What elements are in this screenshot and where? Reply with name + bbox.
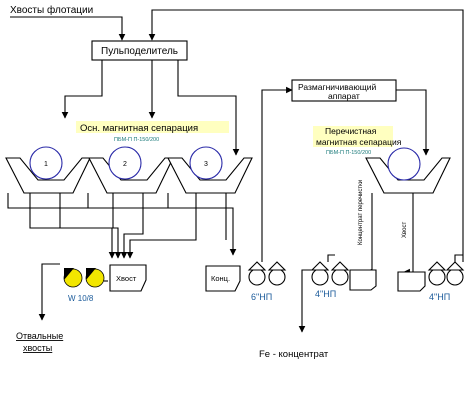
- separator-2-number: 2: [123, 161, 127, 168]
- tails-line-4: [126, 193, 197, 259]
- pump-4np-mid-right-icon: [331, 268, 349, 286]
- pump-6np-label: 6"НП: [251, 292, 272, 302]
- demag-to-cleaner-line: [396, 89, 430, 156]
- cleaner-conc-line: [365, 193, 373, 276]
- tails-box: Хвост: [109, 264, 147, 292]
- waste-tails-label-line2: хвосты: [23, 343, 52, 353]
- pump-6np-left-head: [247, 261, 267, 271]
- split-to-sep3-line: [177, 60, 240, 156]
- demag-label-line1: Размагничивающий: [298, 82, 376, 92]
- clean-sep-label-line2: магнитная сепарация: [316, 137, 402, 147]
- fe-conc-label: Fe - концентрат: [259, 349, 329, 360]
- separator-3: 3: [167, 146, 253, 194]
- cleaner-tails-vertical-label: Хвост: [402, 222, 408, 238]
- main-sep-label: Осн. магнитная сепарация: [80, 123, 198, 134]
- pump-4np-right-right-icon: [446, 268, 464, 286]
- waste-tails-line: [38, 263, 60, 321]
- pump-6np: [247, 261, 287, 286]
- separator-2-drum: [108, 146, 142, 180]
- mid-sump-box: [349, 269, 377, 291]
- pump-6np-right-head: [267, 261, 287, 271]
- pump-4np-mid-left-head: [310, 261, 330, 271]
- recycle-flow-line: [148, 9, 464, 262]
- pump-6np-left-icon: [248, 268, 266, 286]
- feed-label: Хвосты флотации: [10, 4, 93, 16]
- pump-w-label: W 10/8: [68, 294, 94, 303]
- pump-4np-right-right-head: [445, 261, 465, 271]
- main-sep-highlight: [76, 121, 229, 133]
- tails-line-3: [120, 193, 144, 259]
- pump-w-right-head: [86, 268, 96, 280]
- pump-4np-right-label: 4"НП: [429, 292, 450, 302]
- pump-4np-mid-right-head: [330, 261, 350, 271]
- conc-box-label: Конц.: [211, 274, 230, 283]
- waste-tails-label-line1: Отвальные: [16, 331, 63, 341]
- demag-label-line2: аппарат: [328, 91, 360, 101]
- separator-1-drum: [29, 146, 63, 180]
- to-demag-line: [261, 86, 293, 262]
- cleaner-separator: [365, 147, 451, 194]
- clean-sep-label-line1: Перечистная: [325, 126, 377, 136]
- cleaner-separator-drum: [387, 147, 421, 181]
- tails-line-2: [112, 193, 122, 259]
- separator-3-drum: [189, 146, 223, 180]
- conc-box: Конц.: [205, 265, 241, 292]
- feed-flow-line: [10, 16, 126, 41]
- pump-4np-right: [427, 261, 465, 286]
- tails-box-shape: [109, 264, 147, 292]
- separator-1-number: 1: [44, 161, 48, 168]
- pump-4np-right-left-icon: [428, 268, 446, 286]
- pump-w-pair: [63, 268, 105, 288]
- separator-3-tank: [167, 157, 253, 194]
- cleaner-conc-vertical-label: Концентрат перечистки: [358, 180, 364, 245]
- pump-4np-mid-label: 4"НП: [315, 289, 336, 299]
- pump-4np-mid: [310, 261, 350, 286]
- clean-sep-model: ПБМ-П П-150/200: [326, 150, 371, 156]
- pump-4np-mid-left-icon: [311, 268, 329, 286]
- pump-6np-right-icon: [268, 268, 286, 286]
- right-pump-to-recycle: [454, 254, 463, 262]
- pump-4np-right-left-head: [427, 261, 447, 271]
- pump-w-left-head: [64, 268, 74, 280]
- cleaner-separator-tank: [365, 157, 451, 194]
- conc-collector-line: [7, 193, 237, 256]
- conc-box-shape: [205, 265, 241, 292]
- separator-1: 1: [5, 146, 91, 194]
- separator-1-tank: [5, 157, 91, 194]
- right-sump-box: [397, 271, 426, 292]
- mid-pump-stub: [327, 254, 335, 262]
- main-sep-model: ПБМ-П П-150/200: [114, 137, 159, 143]
- fe-conc-line: [298, 269, 316, 333]
- tails-line-1: [29, 193, 116, 259]
- split-to-sep1-line: [61, 60, 103, 119]
- separator-3-number: 3: [204, 161, 208, 168]
- clean-sep-highlight: [313, 126, 393, 147]
- separator-2: 2: [88, 146, 174, 194]
- tails-box-label: Хвост: [116, 274, 137, 283]
- splitter-label: Пульподелитель: [101, 46, 178, 57]
- splitter-box: [91, 40, 188, 61]
